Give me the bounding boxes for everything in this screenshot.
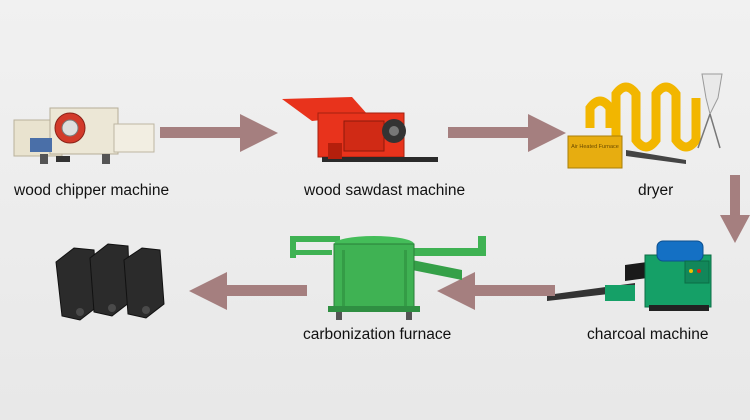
arrow-left-1: [437, 272, 555, 310]
wood-sawdust-machine-icon: [282, 97, 438, 162]
step-label-wood-sawdust: wood sawdast machine: [304, 182, 466, 199]
arrow-right-1: [160, 114, 278, 152]
dryer-icon: Air Heated Furnace: [567, 73, 723, 169]
arrow-right-2: [448, 114, 566, 152]
dryer-box-text: Air Heated Furnace: [571, 144, 619, 150]
step-label-charcoal-machine: charcoal machine: [587, 326, 709, 343]
arrow-down: [720, 175, 750, 243]
wood-chipper-machine-icon: [13, 107, 155, 164]
arrow-left-2: [189, 272, 307, 310]
step-label-dryer: dryer: [638, 182, 674, 199]
charcoal-machine-icon: [547, 240, 712, 311]
step-label-carbonization-furnace: carbonization furnace: [303, 326, 452, 343]
step-label-wood-chipper: wood chipper machine: [14, 182, 170, 199]
charcoal-briquettes-icon: [55, 243, 165, 321]
carbonization-furnace-icon: [290, 236, 486, 320]
